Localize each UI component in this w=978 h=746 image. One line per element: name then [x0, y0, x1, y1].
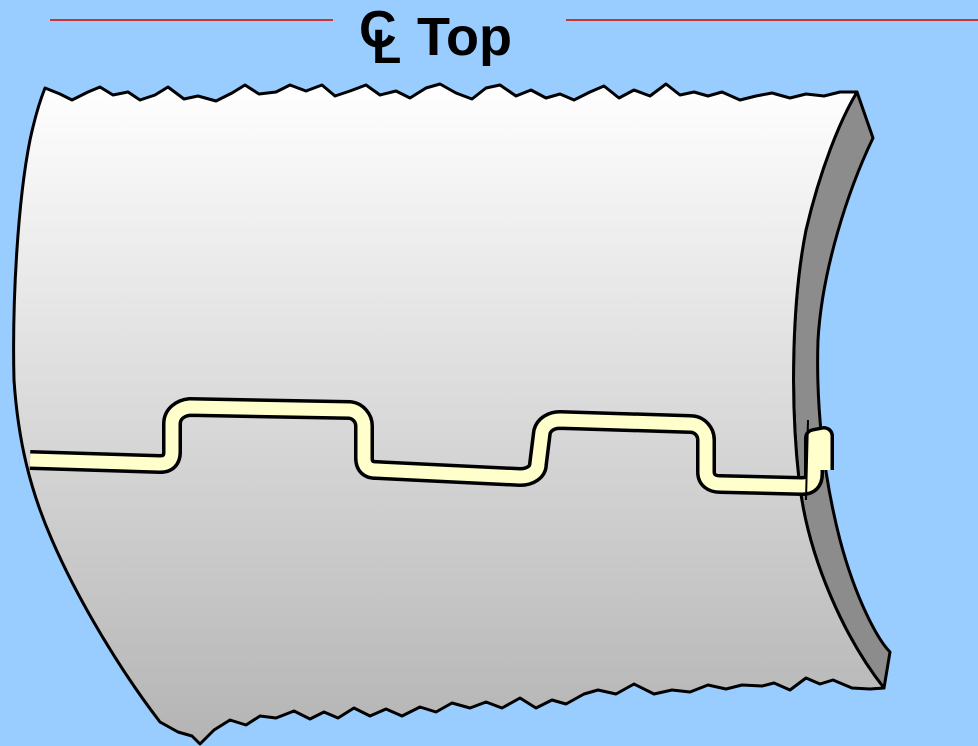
centerline-symbol-l: L — [372, 21, 402, 74]
title-text: Top — [417, 7, 512, 67]
pipe-edge-detail — [805, 419, 809, 501]
joint-seam — [29, 400, 831, 493]
centerline-symbol: C L — [355, 2, 407, 78]
pipe-body — [12, 82, 886, 746]
diagram-title: C L Top — [355, 2, 512, 82]
centerline-symbol-c: C — [359, 1, 397, 59]
